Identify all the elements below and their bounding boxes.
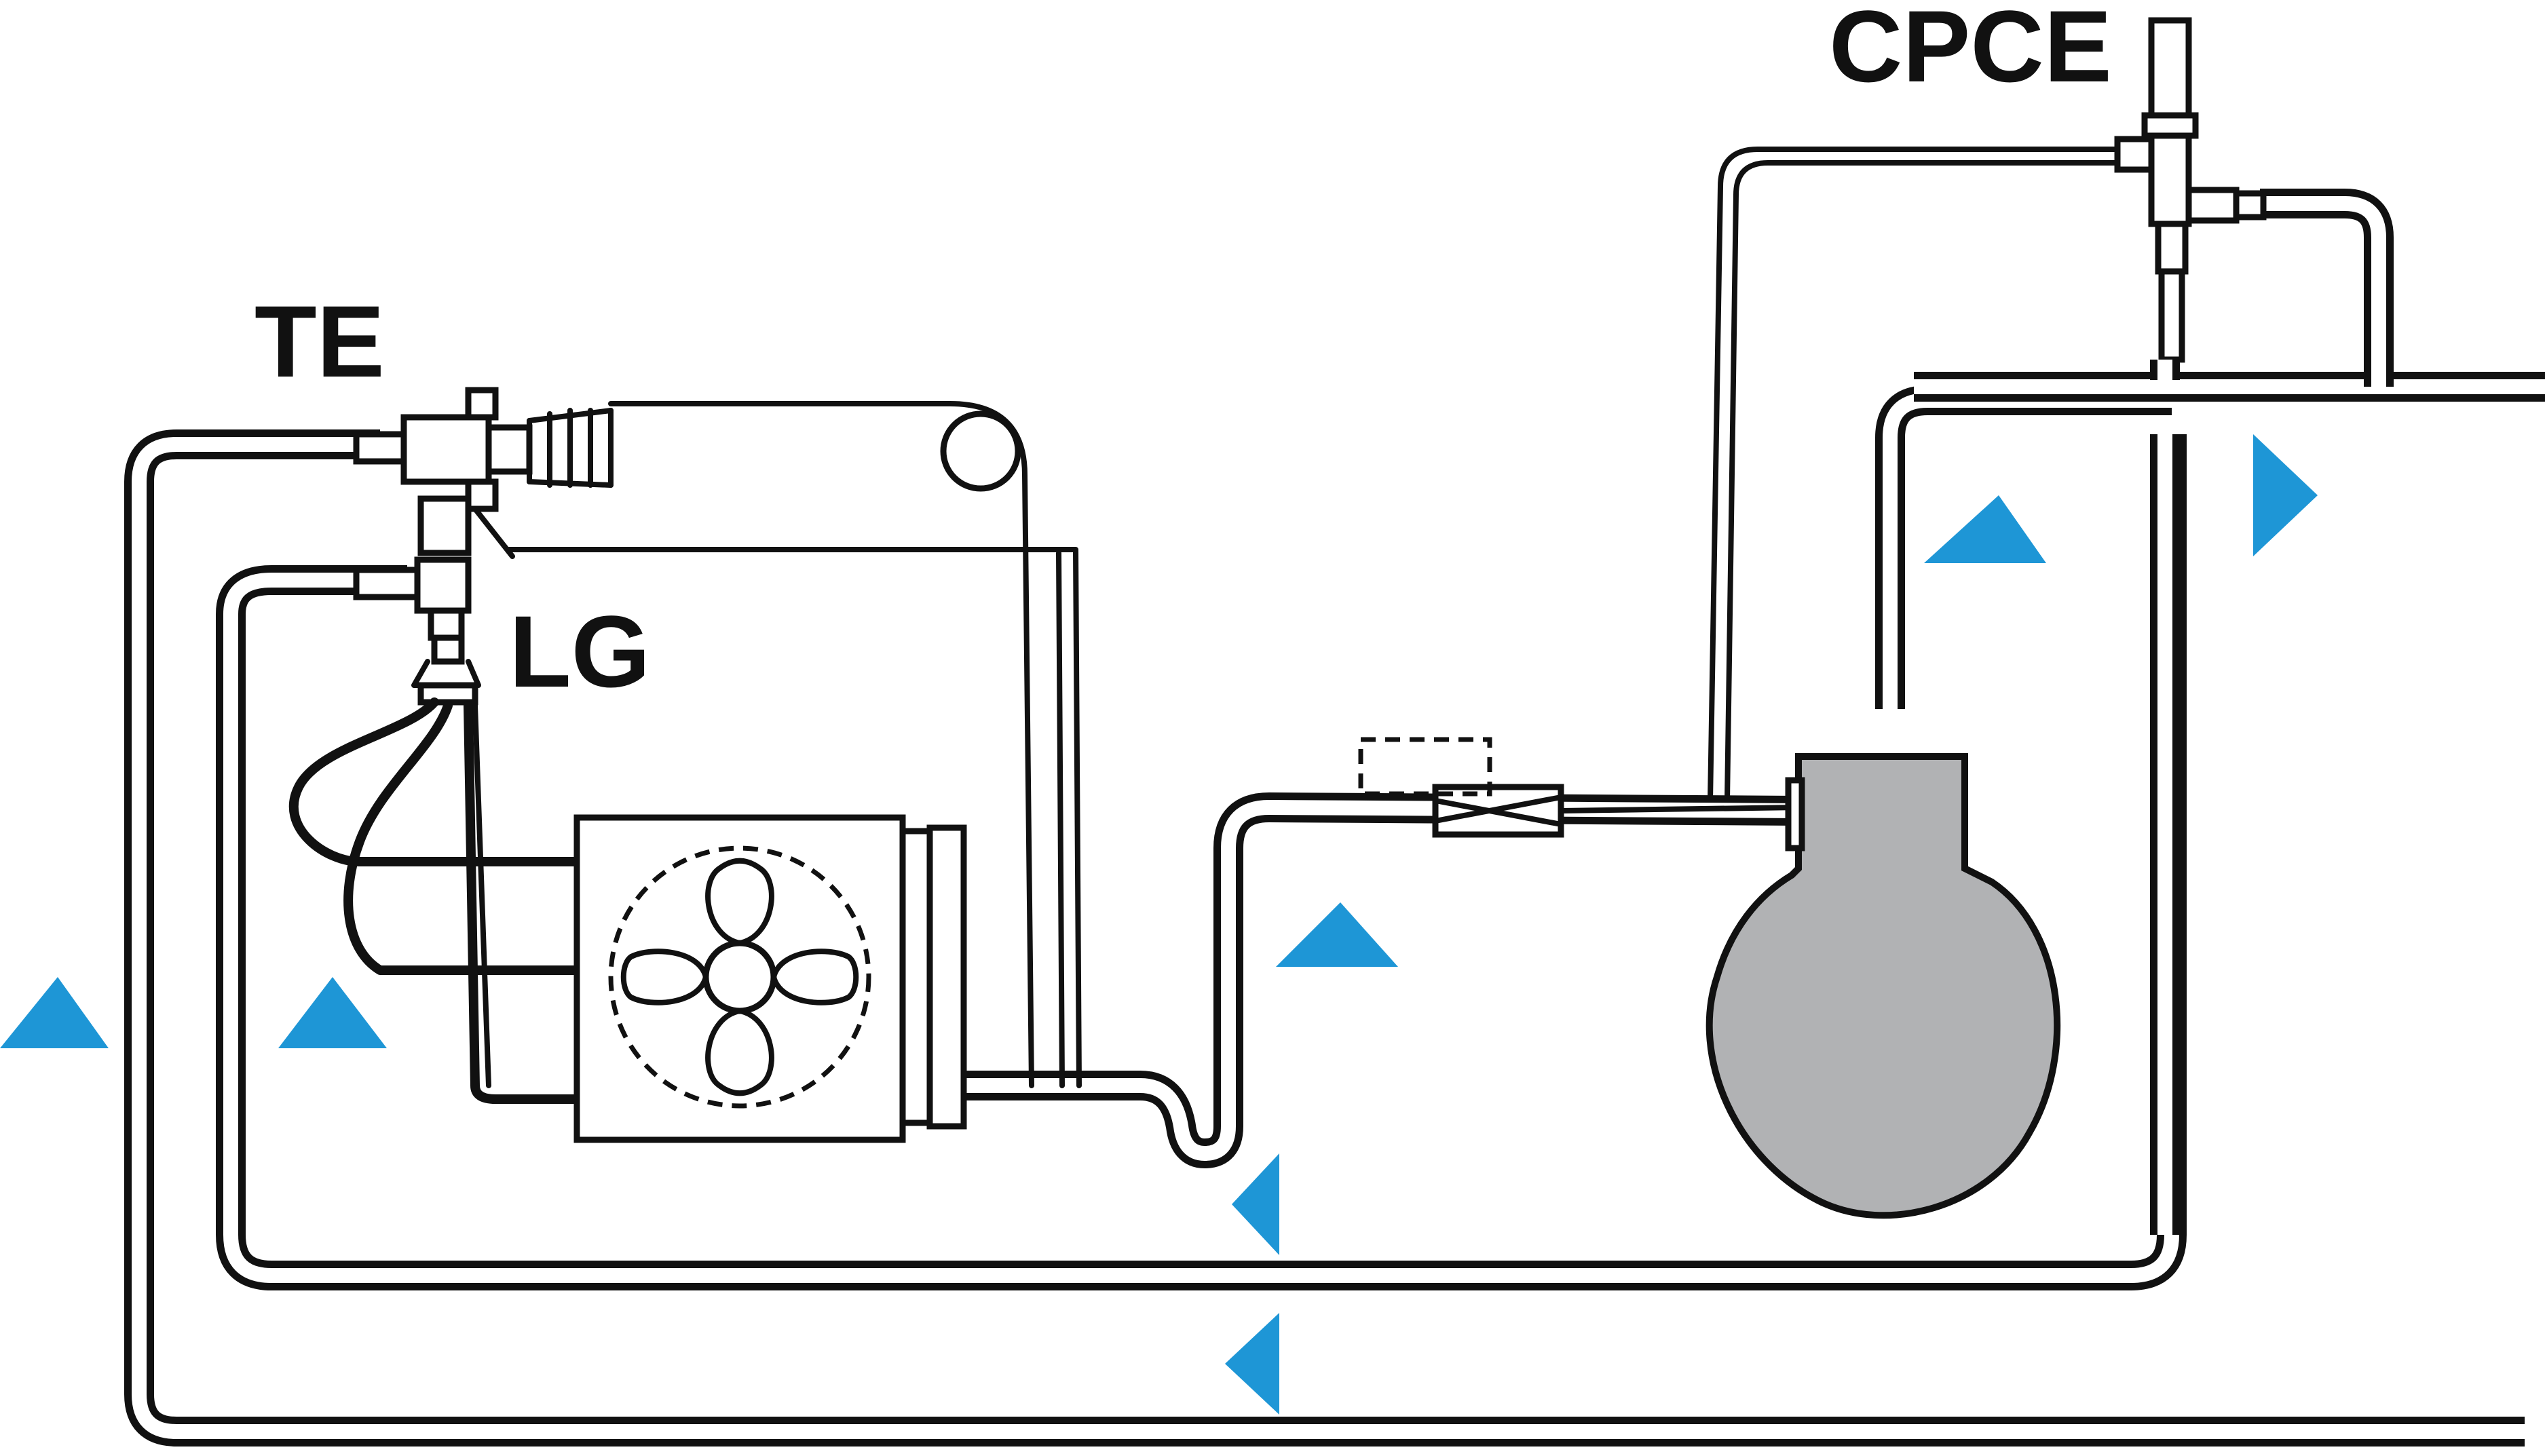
te-expansion-valve	[353, 387, 614, 559]
lg-label: LG	[509, 594, 650, 708]
airflow-arrow-left-outer-icon	[0, 977, 109, 1048]
airflow-arrow-bottom-lower-icon	[1225, 1313, 1279, 1415]
cpce-valve	[2114, 17, 2267, 380]
lg-sight-glass	[353, 556, 481, 706]
te-label: TE	[254, 284, 385, 398]
cpce-to-compressor-line	[1708, 147, 2127, 803]
airflow-arrow-right-top-icon	[1924, 495, 2046, 563]
discharge-line	[950, 792, 1799, 1168]
outer-suction-loop	[124, 429, 2525, 1447]
capillary-hoses	[289, 697, 582, 1104]
airflow-arrows	[0, 434, 2318, 1415]
fan-icon	[620, 858, 859, 1096]
airflow-arrow-left-inner-icon	[278, 977, 387, 1048]
housing-outline	[506, 401, 1082, 1088]
airflow-arrow-right-side-icon	[2253, 434, 2318, 556]
cpce-bypass-line	[2260, 189, 2394, 387]
compressor	[1705, 753, 2061, 1219]
airflow-arrow-middle-icon	[1276, 902, 1398, 967]
bulb-circle	[940, 410, 1021, 492]
cpce-label: CPCE	[1829, 0, 2112, 103]
fan-unit	[573, 814, 967, 1143]
airflow-arrow-bottom-upper-icon	[1232, 1153, 1279, 1255]
filter-drier	[1358, 737, 1801, 838]
right-return-line	[1914, 372, 2545, 1235]
